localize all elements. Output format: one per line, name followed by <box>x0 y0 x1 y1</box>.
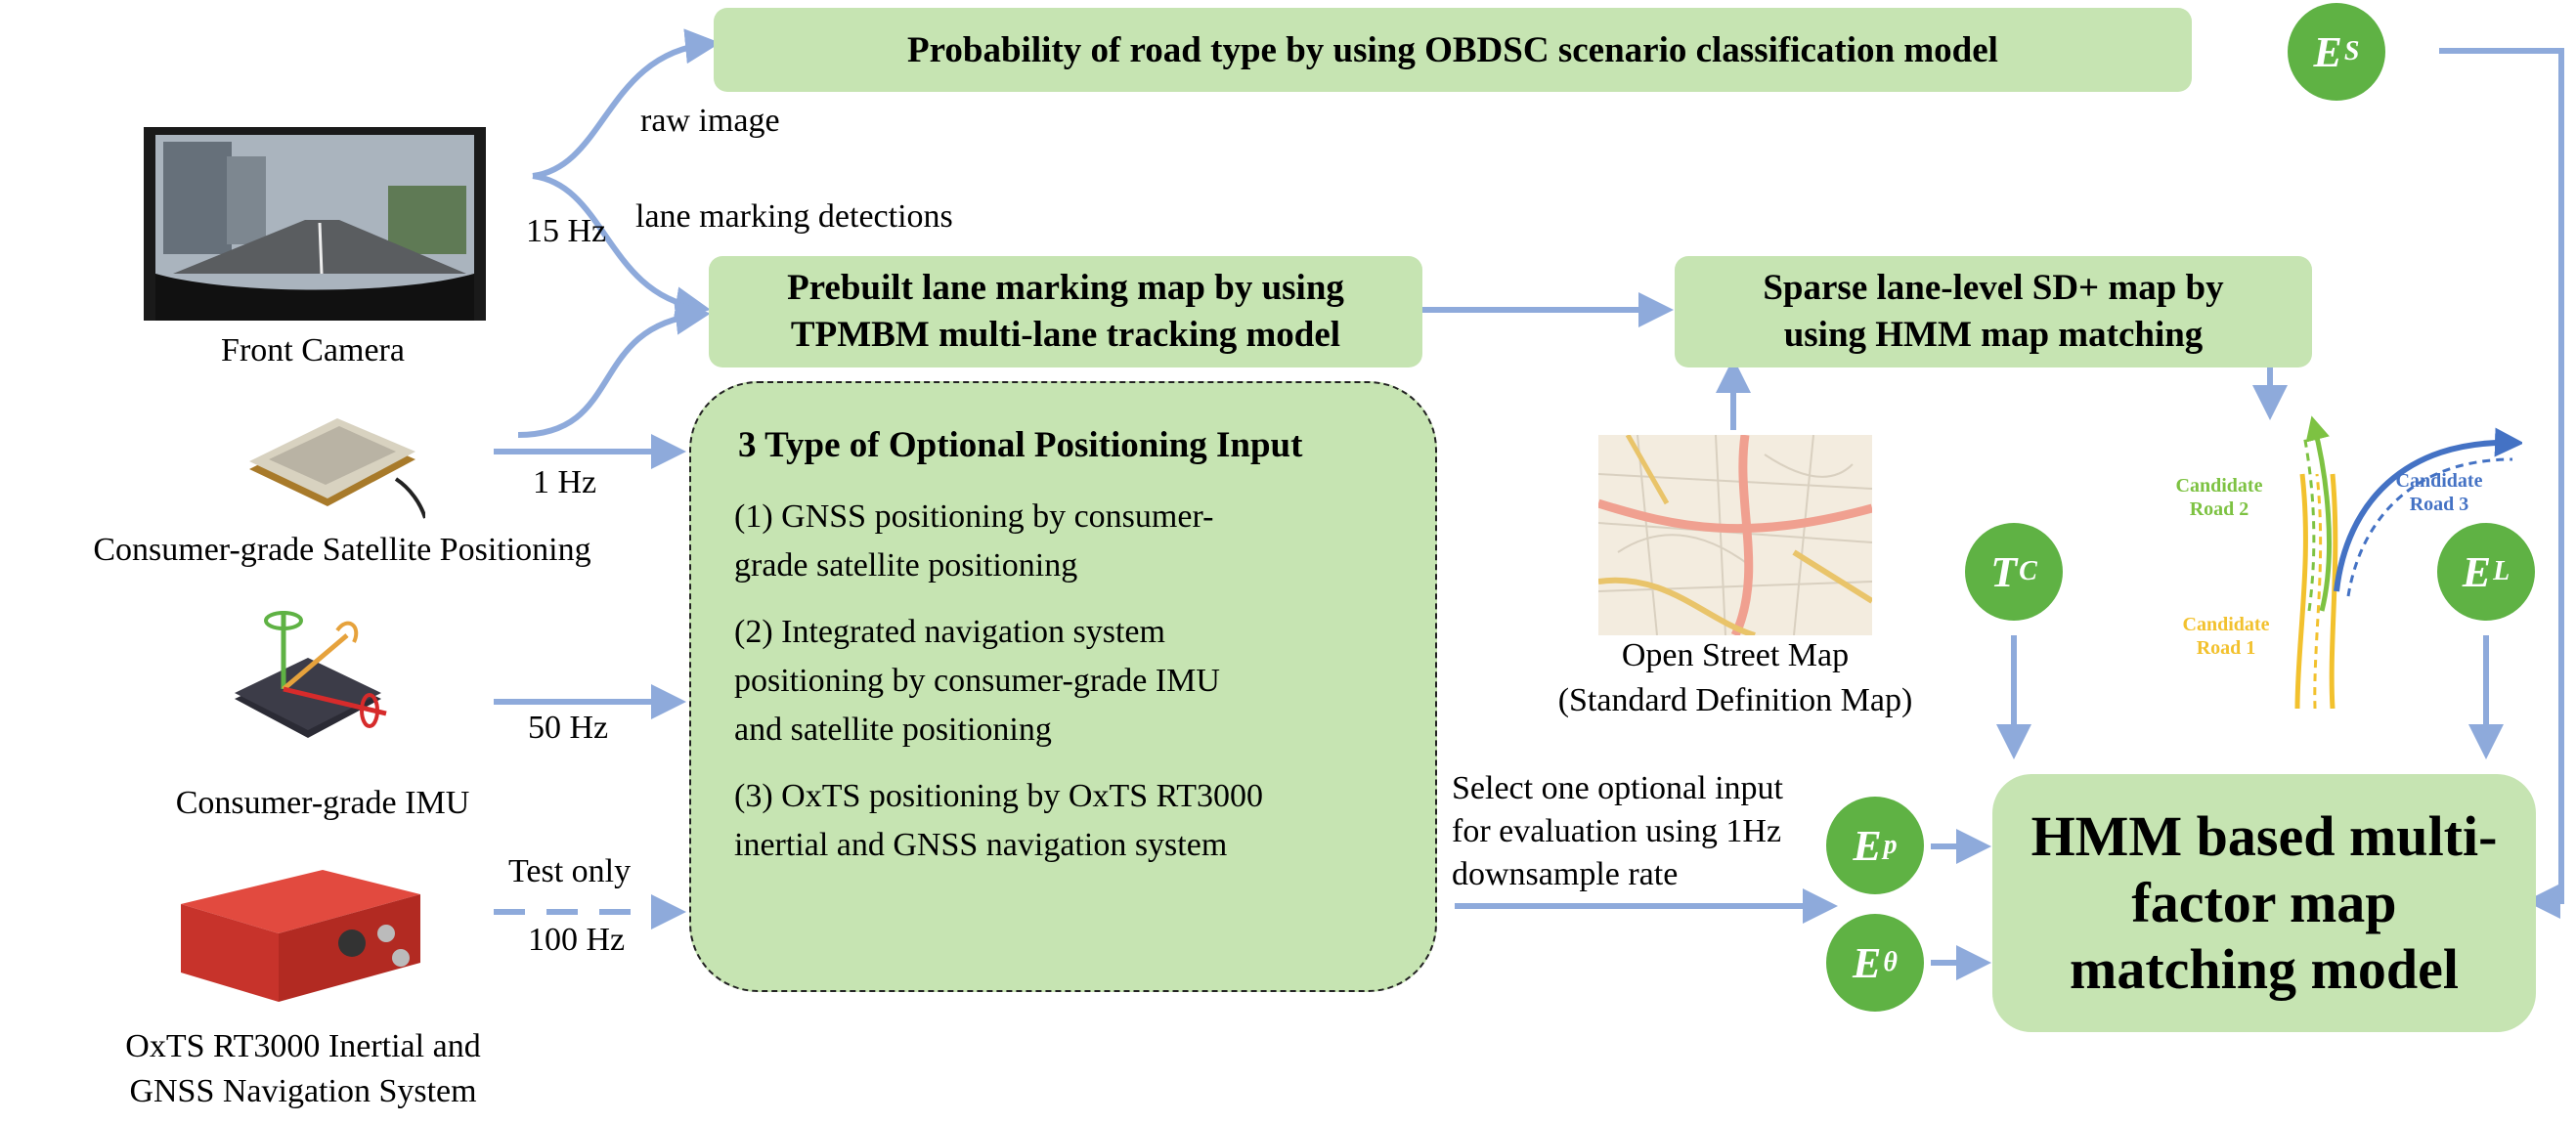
satellite-caption: Consumer-grade Satellite Positioning <box>93 532 591 568</box>
candidate-roads-graphic <box>2294 415 2522 709</box>
select-line3: downsample rate <box>1452 856 1679 892</box>
sparse-line1: Sparse lane-level SD+ map by <box>1763 268 2224 308</box>
hmm-line1: HMM based multi- <box>2030 804 2498 868</box>
imu-caption: Consumer-grade IMU <box>175 785 470 821</box>
optional-item-2-line3: and satellite positioning <box>734 712 1052 748</box>
lane-marking-label: lane marking detections <box>635 198 953 235</box>
oxts-caption: OxTS RT3000 Inertial and GNSS Navigation… <box>88 1024 518 1114</box>
el-symbol: E <box>2462 547 2492 596</box>
optional-item-2-line1: (2) Integrated navigation system <box>734 614 1165 650</box>
front-camera-image <box>144 127 486 321</box>
osm-caption-line1: Open Street Map <box>1621 637 1850 673</box>
sparse-line2: using HMM map matching <box>1783 315 2204 355</box>
optional-item-1-line2: grade satellite positioning <box>734 547 1078 584</box>
optional-item-2: (2) Integrated navigation system positio… <box>734 608 1220 755</box>
candidate-road-1-label: Candidate Road 1 <box>2172 613 2280 660</box>
hz15-label: 15 Hz <box>526 213 607 249</box>
imu-chip-image <box>235 611 387 738</box>
road3-line1: Candidate <box>2395 470 2483 492</box>
satellite-module-image <box>249 418 425 519</box>
optional-item-3-line2: inertial and GNSS navigation system <box>734 827 1228 863</box>
candidate-road-3-label: Candidate Road 3 <box>2380 469 2498 516</box>
es-subscript: S <box>2343 36 2360 66</box>
candidate-road-2-label: Candidate Road 2 <box>2165 474 2273 521</box>
hz1-label: 1 Hz <box>533 464 597 500</box>
etheta-symbol: E <box>1853 938 1882 987</box>
ep-symbol: E <box>1853 821 1882 870</box>
arrow-satellite-to-tpmbm <box>517 299 711 438</box>
hz100-label: 100 Hz <box>528 922 626 958</box>
oxts-caption-line1: OxTS RT3000 Inertial and <box>125 1028 481 1064</box>
front-camera-caption: Front Camera <box>221 332 405 368</box>
tpmbm-line1: Prebuilt lane marking map by using <box>787 268 1344 308</box>
select-input-label: Select one optional input for evaluation… <box>1452 767 1783 896</box>
arrow-es-to-hmm <box>2439 48 2564 919</box>
optional-input-box: 3 Type of Optional Positioning Input (1)… <box>689 381 1437 992</box>
arrow-camera-to-obdsc <box>532 28 720 179</box>
ep-subscript: p <box>1883 830 1898 860</box>
optional-item-1-line1: (1) GNSS positioning by consumer- <box>734 498 1214 535</box>
road1-line1: Candidate <box>2182 614 2270 635</box>
test-only-label: Test only <box>508 853 632 889</box>
optional-item-1: (1) GNSS positioning by consumer- grade … <box>734 493 1213 590</box>
raw-image-label: raw image <box>640 103 780 139</box>
select-line1: Select one optional input <box>1452 770 1783 806</box>
tc-symbol: T <box>1990 547 2018 596</box>
tc-subscript: C <box>2019 556 2037 586</box>
hmm-line2: factor map <box>2131 871 2397 934</box>
hmm-line3: matching model <box>2070 937 2459 1001</box>
el-subscript: L <box>2493 556 2511 586</box>
select-line2: for evaluation using 1Hz <box>1452 813 1782 849</box>
obdsc-box-label: Probability of road type by using OBDSC … <box>907 29 1998 70</box>
osm-map-image <box>1598 435 1872 635</box>
oxts-caption-line2: GNSS Navigation System <box>129 1073 477 1109</box>
osm-caption-line2: (Standard Definition Map) <box>1557 682 1913 718</box>
etheta-subscript: θ <box>1883 947 1898 977</box>
oxts-device-image <box>181 870 420 1002</box>
arrow-camera-to-tpmbm <box>532 173 711 323</box>
obdsc-box: Probability of road type by using OBDSC … <box>714 8 2192 92</box>
road2-line1: Candidate <box>2175 475 2263 497</box>
tpmbm-box: Prebuilt lane marking map by using TPMBM… <box>709 256 1422 367</box>
optional-item-3-line1: (3) OxTS positioning by OxTS RT3000 <box>734 778 1264 814</box>
sparse-map-box: Sparse lane-level SD+ map by using HMM m… <box>1675 256 2312 367</box>
es-symbol: E <box>2313 27 2342 76</box>
hz50-label: 50 Hz <box>528 710 609 746</box>
road3-line2: Road 3 <box>2409 494 2469 515</box>
osm-caption: Open Street Map (Standard Definition Map… <box>1525 633 1945 723</box>
optional-item-3: (3) OxTS positioning by OxTS RT3000 iner… <box>734 772 1263 870</box>
optional-item-2-line2: positioning by consumer-grade IMU <box>734 663 1220 699</box>
road2-line2: Road 2 <box>2189 498 2249 520</box>
tpmbm-line2: TPMBM multi-lane tracking model <box>790 315 1341 355</box>
hmm-model-box: HMM based multi- factor map matching mod… <box>1992 774 2536 1032</box>
road1-line2: Road 1 <box>2196 637 2256 659</box>
optional-title: 3 Type of Optional Positioning Input <box>738 425 1303 465</box>
